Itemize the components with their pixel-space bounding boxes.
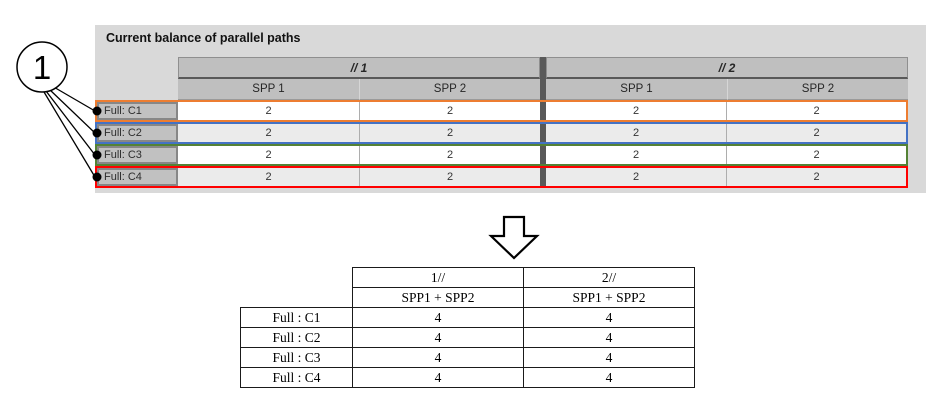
cell: 2: [359, 146, 540, 164]
cell: 2: [726, 168, 906, 186]
row-label: Full: C1: [97, 102, 178, 120]
result-row-c4: Full : C4 4 4: [240, 367, 695, 388]
result-col-header: 2//: [523, 267, 695, 288]
result-row-c3: Full : C3 4 4: [240, 347, 695, 368]
table-row-c3: Full: C3 2 2 2 2: [95, 144, 908, 166]
table-row-c4: Full: C4 2 2 2 2: [95, 166, 908, 188]
result-row-label: Full : C2: [240, 327, 353, 348]
panel-title: Current balance of parallel paths: [106, 31, 301, 45]
group-divider: [540, 102, 546, 120]
result-cell: 4: [352, 327, 524, 348]
table-row-c2: Full: C2 2 2 2 2: [95, 122, 908, 144]
result-row-c2: Full : C2 4 4: [240, 327, 695, 348]
result-table: 1// 2// SPP1 + SPP2 SPP1 + SPP2 Full : C…: [240, 267, 695, 388]
sub-header: SPP 2: [727, 79, 908, 100]
cell: 2: [726, 124, 906, 142]
group-divider: [540, 79, 546, 100]
cell: 2: [359, 102, 540, 120]
result-cell: 4: [523, 347, 695, 368]
cell: 2: [359, 124, 540, 142]
source-table-sub-header-row: SPP 1 SPP 2 SPP 1 SPP 2: [95, 79, 908, 100]
callout-lines-icon: [43, 85, 96, 178]
result-cell: 4: [523, 327, 695, 348]
result-sub-header: SPP1 + SPP2: [523, 287, 695, 308]
row-label: Full: C2: [97, 124, 178, 142]
cell: 2: [726, 102, 906, 120]
result-sub-header: SPP1 + SPP2: [352, 287, 524, 308]
result-row-label: Full : C3: [240, 347, 353, 368]
result-cell: 4: [523, 307, 695, 328]
blank-cell: [241, 288, 353, 308]
result-row-label: Full : C1: [240, 307, 353, 328]
group-header-1: // 1: [178, 57, 540, 79]
cell: 2: [726, 146, 906, 164]
group-divider: [540, 124, 546, 142]
result-cell: 4: [352, 347, 524, 368]
sub-header: SPP 1: [546, 79, 727, 100]
cell: 2: [546, 124, 726, 142]
row-label: Full: C3: [97, 146, 178, 164]
result-row-label: Full : C4: [240, 367, 353, 388]
group-header-2: // 2: [546, 57, 908, 79]
blank-cell: [241, 268, 353, 288]
result-row-c1: Full : C1 4 4: [240, 307, 695, 328]
sub-header: SPP 2: [359, 79, 540, 100]
cell: 2: [178, 124, 359, 142]
group-divider: [540, 146, 546, 164]
cell: 2: [359, 168, 540, 186]
cell: 2: [178, 102, 359, 120]
cell: 2: [546, 146, 726, 164]
cell: 2: [546, 102, 726, 120]
source-table: // 1 // 2 SPP 1 SPP 2 SPP 1 SPP 2 Full: …: [95, 57, 908, 188]
callout-number: 1: [33, 49, 51, 86]
group-divider: [540, 57, 546, 79]
result-cell: 4: [352, 367, 524, 388]
header-spacer: [95, 79, 178, 100]
header-spacer: [95, 57, 178, 79]
result-cell: 4: [352, 307, 524, 328]
table-row-c1: Full: C1 2 2 2 2: [95, 100, 908, 122]
group-divider: [540, 168, 546, 186]
cell: 2: [546, 168, 726, 186]
result-header-row: 1// 2//: [241, 267, 695, 288]
cell: 2: [178, 146, 359, 164]
callout-circle: 1: [16, 41, 68, 93]
result-cell: 4: [523, 367, 695, 388]
result-sub-header-row: SPP1 + SPP2 SPP1 + SPP2: [241, 287, 695, 308]
sub-header: SPP 1: [178, 79, 359, 100]
source-table-group-header-row: // 1 // 2: [95, 57, 908, 79]
down-arrow-icon: [488, 215, 540, 260]
cell: 2: [178, 168, 359, 186]
row-label: Full: C4: [97, 168, 178, 186]
result-col-header: 1//: [352, 267, 524, 288]
